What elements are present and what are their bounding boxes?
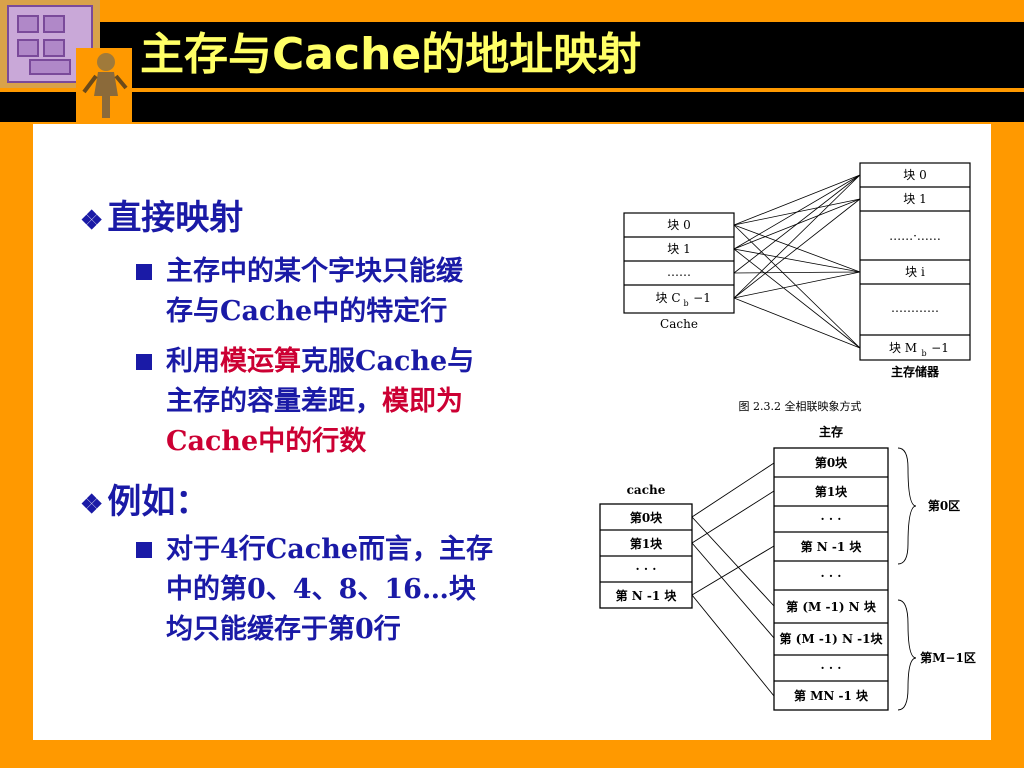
sub-item-2: 利用模运算克服Cache与 主存的容量差距，模即为 Cache中的行数 [136, 342, 556, 462]
square-bullet-icon [136, 542, 152, 558]
page-title: 主存与Cache的地址映射 [140, 29, 642, 80]
square-bullet-icon [136, 264, 152, 280]
fig2-mem-row-1: 第1块 [815, 484, 848, 499]
fig2-mem-row-8: 第 MN -1 块 [794, 688, 869, 703]
title-bar-lower [0, 92, 1024, 122]
title-divider [0, 88, 1024, 92]
mem-block-last-suffix: −1 [931, 341, 949, 355]
fig2-mem-row-3: 第 N -1 块 [801, 539, 863, 554]
fig2-mem-row-2: · · · [821, 512, 842, 526]
fig2-mem-row-0: 第0块 [815, 455, 848, 470]
cache-block-last: 块 C [656, 291, 681, 305]
square-bullet-icon [136, 354, 152, 370]
mem-block-last: 块 M [889, 341, 917, 355]
fig2-mem-label: 主存 [819, 424, 843, 439]
figure-fully-associative: 块 0 块 1 …… 块 C b −1 Cache 块 0 块 1 ……·…… … [620, 160, 980, 422]
fig2-cache-row-3: 第 N -1 块 [616, 588, 678, 603]
sub-item-1: 主存中的某个字块只能缓 存与Cache中的特定行 [136, 252, 556, 332]
mem-block-ellipsis-2: ………… [891, 301, 939, 315]
cache-block-ellipsis: …… [667, 265, 691, 279]
figure-direct-mapping: 主存 cache 第0块 第1块 · · · 第 N -1 块 第0块 第1块 … [596, 418, 988, 716]
cache-label: Cache [660, 317, 698, 331]
fig2-cache-label: cache [627, 483, 666, 497]
fig2-cache-row-1: 第1块 [630, 536, 663, 551]
bullet-direct-mapping: ❖直接映射 [80, 198, 244, 238]
mem-block-last-sub: b [921, 349, 926, 358]
cache-block-0: 块 0 [667, 218, 690, 232]
mem-block-1: 块 1 [903, 192, 926, 206]
cache-block-1: 块 1 [667, 242, 690, 256]
figure1-caption: 图 2.3.2 全相联映象方式 [739, 399, 862, 413]
mem-block-i: 块 i [905, 265, 925, 279]
diamond-bullet-icon: ❖ [80, 490, 104, 520]
fig2-mem-row-4: · · · [821, 569, 842, 583]
sub-item-example: 对于4行Cache而言，主存 中的第0、4、8、16…块 均只能缓存于第0行 [136, 530, 556, 650]
fig2-mem-row-7: · · · [821, 661, 842, 675]
mem-block-ellipsis-1: ……·…… [889, 229, 941, 243]
bullet-example: ❖例如： [80, 482, 210, 522]
mem-block-0: 块 0 [903, 168, 926, 182]
title-bar [0, 22, 1024, 88]
cache-block-last-sub: b [683, 299, 688, 308]
fig2-mem-row-6: 第 (M -1) N -1块 [780, 631, 884, 646]
fig2-zone-last: 第M−1区 [920, 650, 976, 665]
mem-label: 主存储器 [891, 364, 940, 379]
fig2-cache-row-2: · · · [636, 562, 657, 576]
diamond-bullet-icon: ❖ [80, 206, 104, 236]
logo-figure-image [76, 48, 132, 122]
cache-block-last-suffix: −1 [693, 291, 711, 305]
fig2-cache-row-0: 第0块 [630, 510, 663, 525]
fig2-zone-0: 第0区 [928, 498, 960, 513]
fig2-mem-row-5: 第 (M -1) N 块 [786, 599, 877, 614]
